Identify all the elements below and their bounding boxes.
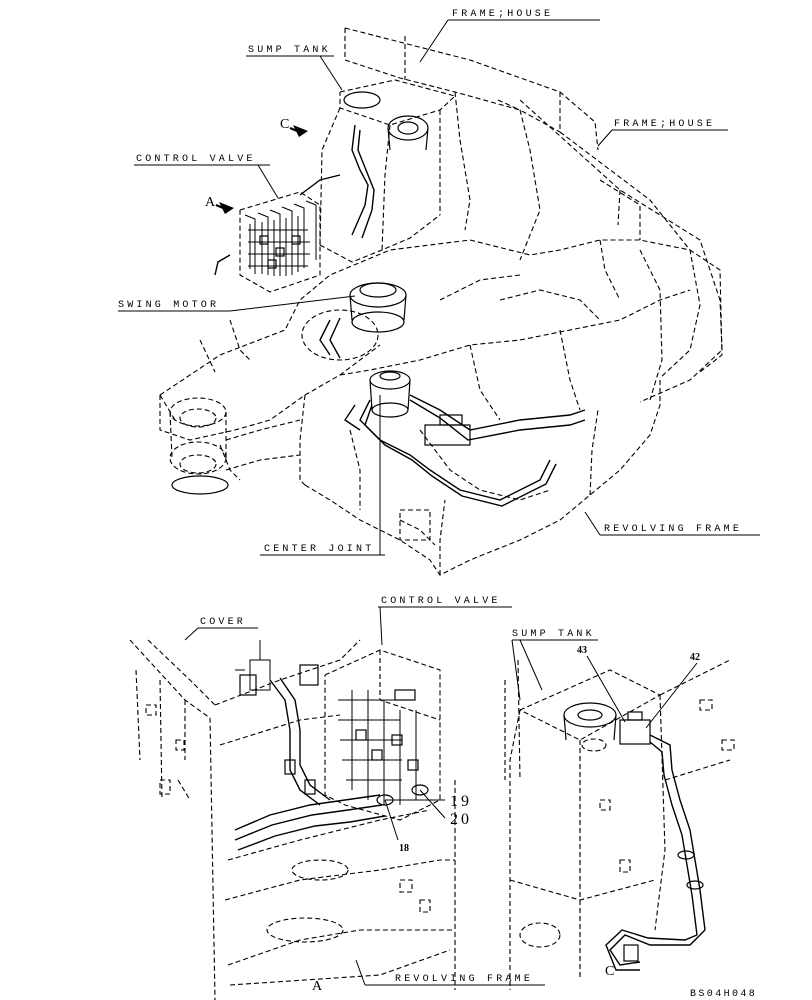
part-number-42: 42: [690, 652, 700, 663]
view-letter-c-main: C: [280, 117, 289, 132]
view-arrow-c: [289, 125, 308, 137]
control-valve-main: [214, 174, 341, 293]
label-cover: COVER: [200, 617, 246, 628]
main-view: [118, 19, 760, 576]
label-revolving-frame-detail-a: REVOLVING FRAME: [395, 974, 533, 985]
label-swing-motor: SWING MOTOR: [118, 300, 219, 311]
boom-foot: [169, 397, 301, 495]
sump-tank-block: [319, 79, 457, 263]
detail-a-hoses: [234, 677, 386, 851]
label-revolving-frame-main: REVOLVING FRAME: [604, 524, 742, 535]
label-sump-tank-detail-c: SUMP TANK: [512, 629, 595, 640]
detail-c-tank: [504, 659, 735, 990]
swing-motor: [301, 282, 407, 361]
part-number-43: 43: [577, 645, 587, 656]
part-number-18: 18: [399, 843, 409, 854]
main-leader-lines: [118, 19, 760, 556]
detail-c-leaders: [511, 639, 698, 729]
frame-house-outline: [344, 27, 723, 403]
part-number-19: 19: [450, 793, 472, 810]
label-control-valve-detail-a: CONTROL VALVE: [381, 596, 501, 607]
label-control-valve-main: CONTROL VALVE: [136, 154, 256, 165]
detail-a-control-valve: [235, 640, 441, 821]
detail-a-structure: [129, 639, 456, 1000]
detail-c-hose-assembly: [605, 711, 706, 971]
detail-a-view: [129, 606, 545, 1000]
label-frame-house-top: FRAME;HOUSE: [452, 9, 553, 20]
figure-code: BS04H048: [690, 989, 757, 1000]
detail-a-leaders: [184, 606, 545, 986]
label-frame-house-right: FRAME;HOUSE: [614, 119, 715, 130]
view-letter-a-main: A: [205, 195, 216, 210]
view-letter-c-detail: C: [605, 964, 614, 979]
part-number-20: 20: [450, 811, 472, 828]
view-letter-a-detail: A: [312, 979, 323, 994]
view-arrow-a: [215, 202, 234, 214]
label-center-joint: CENTER JOINT: [264, 544, 374, 555]
center-joint: [344, 370, 586, 507]
detail-c-view: [504, 639, 735, 990]
revolving-frame-body: [159, 239, 723, 576]
label-sump-tank-main: SUMP TANK: [248, 45, 331, 56]
